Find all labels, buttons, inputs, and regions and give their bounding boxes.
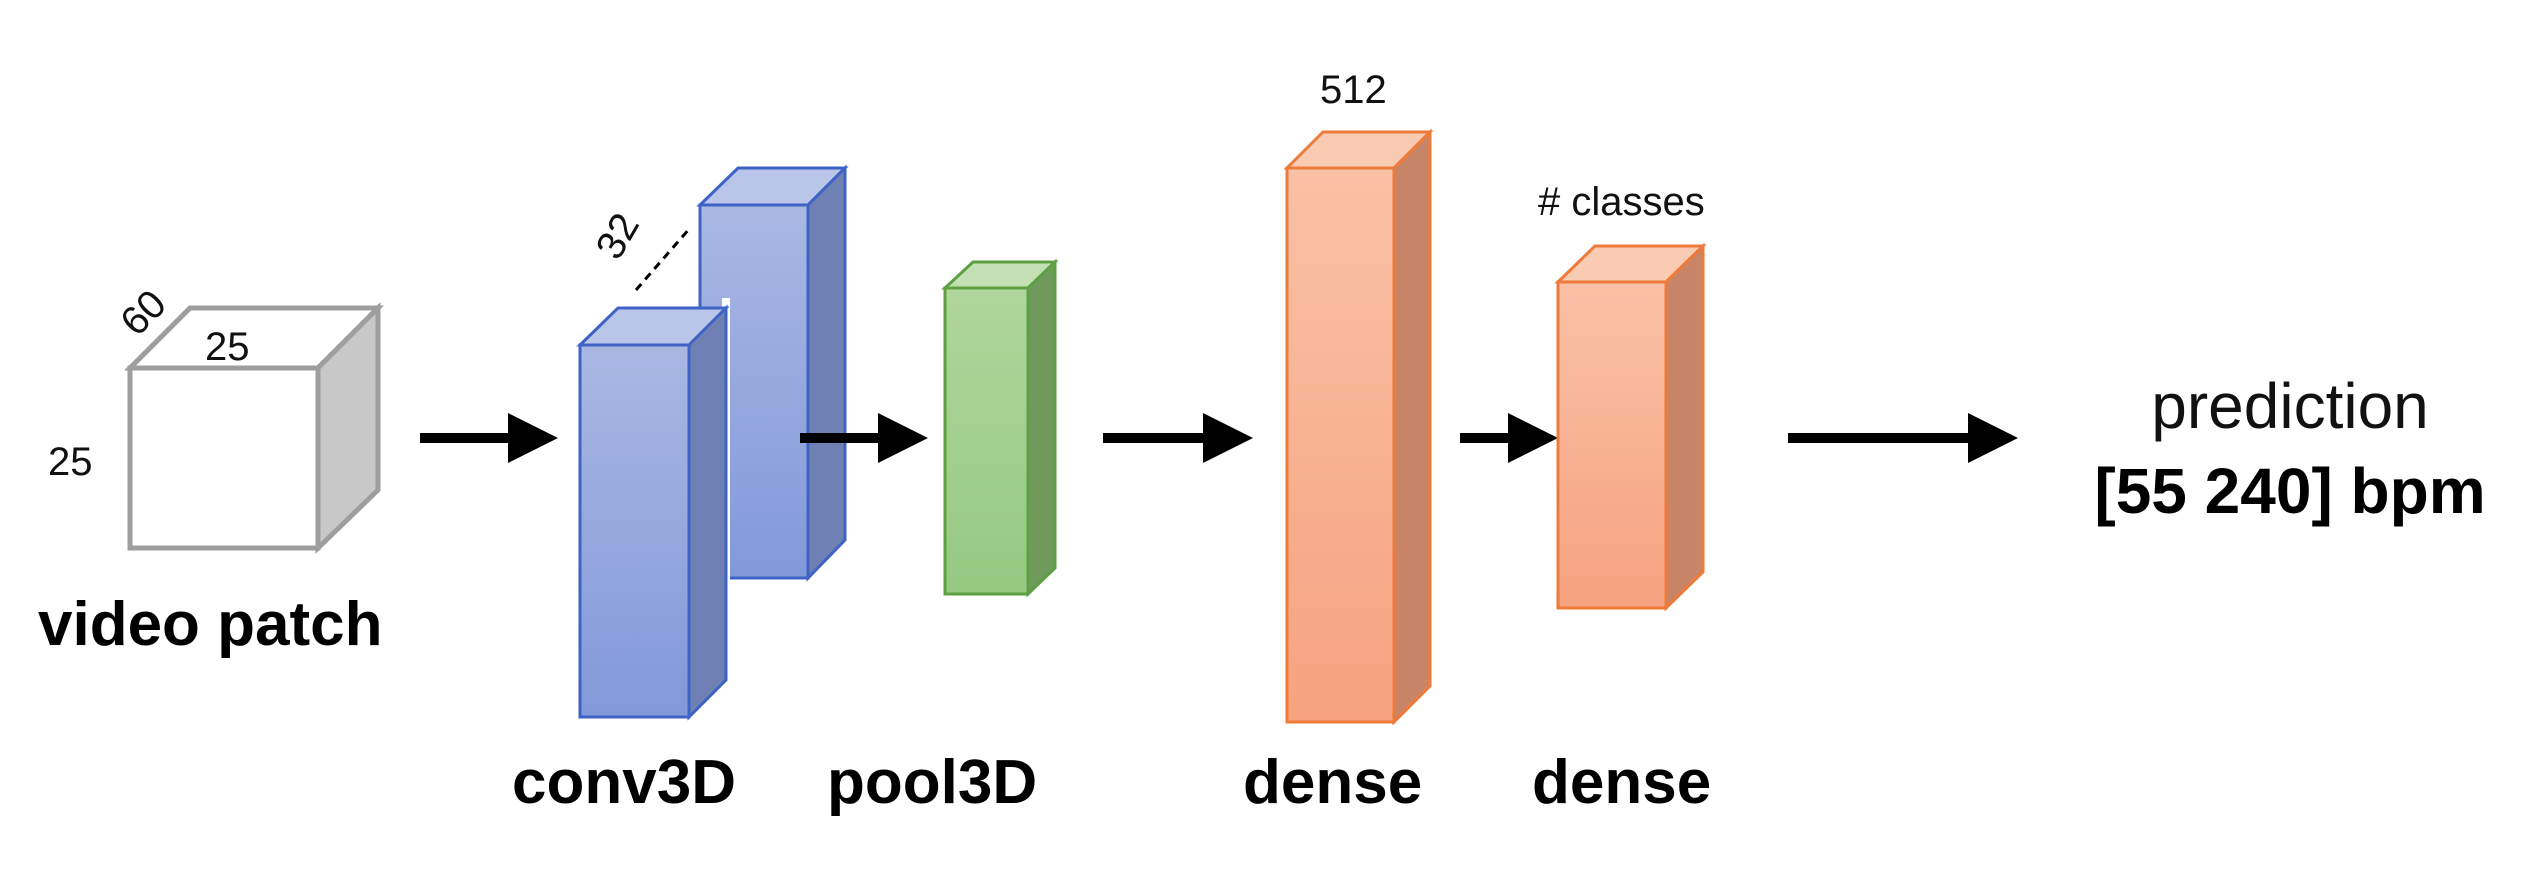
input-label: video patch (38, 590, 383, 659)
dense-block-classes (1554, 242, 1707, 612)
dense1-label: dense (1243, 748, 1422, 817)
output-range: [55 240] bpm (2094, 455, 2485, 527)
conv-block-back (696, 164, 849, 582)
conv-label: conv3D (512, 748, 736, 817)
dense-block-512 (1283, 128, 1434, 726)
dense2-units-label: # classes (1538, 180, 1705, 224)
input-height-label: 25 (48, 440, 93, 484)
dense2-label: dense (1532, 748, 1711, 817)
input-cube-front (127, 365, 321, 551)
output-label: prediction (2151, 370, 2429, 442)
input-width-label: 25 (205, 325, 250, 369)
pool-block (941, 258, 1059, 598)
conv-block-front (576, 304, 730, 721)
input-cube (123, 301, 385, 554)
pool-label: pool3D (827, 748, 1037, 817)
conv-filters-dash (634, 227, 692, 291)
dense1-units-label: 512 (1320, 68, 1387, 112)
conv-filters-label: 32 (588, 206, 648, 267)
